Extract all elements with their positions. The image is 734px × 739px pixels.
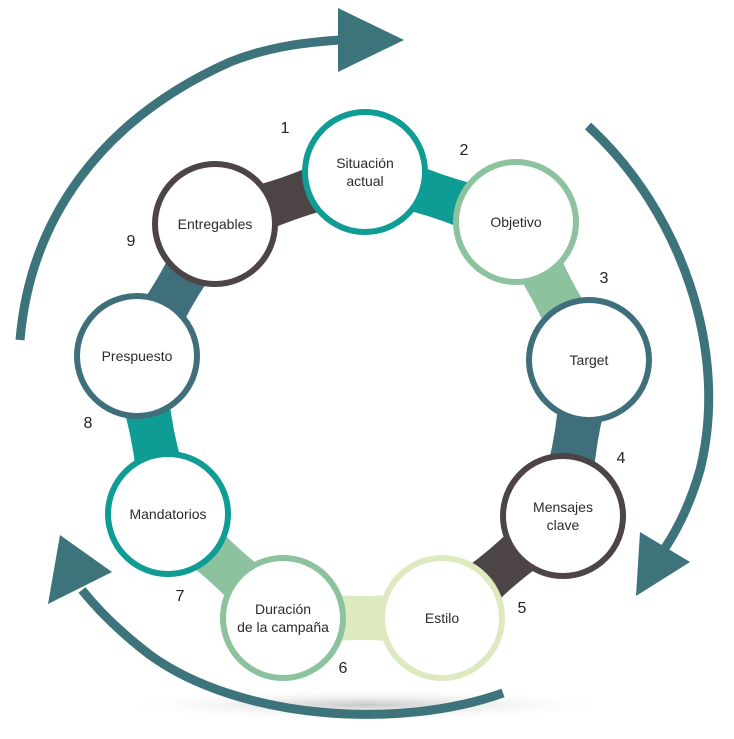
cycle-arrows	[15, 8, 714, 719]
step-label: Entregables	[178, 216, 253, 232]
step-label: clave	[547, 517, 580, 533]
step-number: 7	[176, 588, 185, 605]
step-circle	[500, 453, 626, 579]
step-label: Situación	[336, 155, 394, 171]
step-node-1: Situación actual	[302, 109, 428, 235]
step-label: Duración	[255, 601, 311, 617]
step-circle	[526, 297, 652, 423]
arrow-bottom	[48, 535, 505, 719]
step-number: 8	[84, 415, 93, 432]
step-circle	[302, 109, 428, 235]
step-node-3: Target	[526, 297, 652, 423]
step-node-4: Mensajes clave	[500, 453, 626, 579]
step-node-9: Entregables	[152, 161, 278, 287]
step-circle	[152, 161, 278, 287]
step-node-2: Objetivo	[453, 159, 579, 285]
step-node-5: Estilo	[379, 555, 505, 681]
step-number: 9	[127, 233, 136, 250]
step-label: Estilo	[425, 610, 459, 626]
step-number: 2	[460, 142, 469, 159]
arrow-right	[584, 122, 714, 596]
step-number: 6	[339, 660, 348, 677]
step-number-group: 1 2 3 4 5 6 7 8 9	[84, 120, 626, 677]
step-label: Target	[570, 352, 609, 368]
step-node-6: Duración de la campaña	[220, 555, 346, 681]
step-label: Prespuesto	[102, 348, 173, 364]
step-node-7: Mandatorios	[105, 451, 231, 577]
step-circle	[379, 555, 505, 681]
step-circle	[74, 293, 200, 419]
step-label: Mandatorios	[129, 506, 206, 522]
step-number: 4	[617, 450, 626, 467]
step-label: actual	[346, 173, 383, 189]
step-label: Objetivo	[490, 214, 542, 230]
arrow-top-left	[15, 8, 404, 341]
step-number: 1	[281, 120, 290, 137]
step-circle	[453, 159, 579, 285]
step-label: de la campaña	[237, 619, 329, 635]
step-node-8: Prespuesto	[74, 293, 200, 419]
step-number: 3	[600, 270, 609, 287]
step-number: 5	[518, 600, 527, 617]
step-label: Mensajes	[533, 499, 593, 515]
step-circle	[105, 451, 231, 577]
step-circle	[220, 555, 346, 681]
